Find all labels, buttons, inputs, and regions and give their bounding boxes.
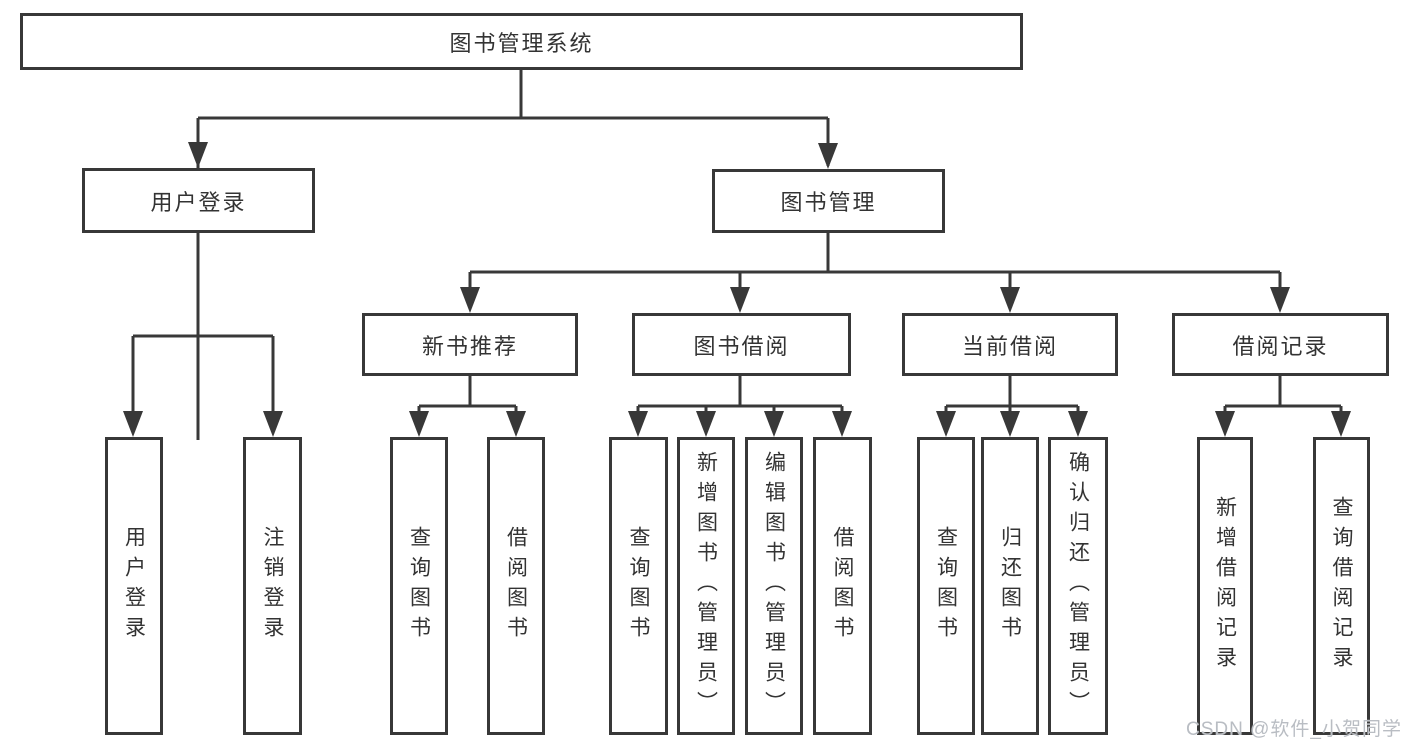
branch-user-login-label: 用户登录 bbox=[150, 189, 247, 215]
root-box-library-management-system: 图书管理系统 bbox=[20, 13, 1023, 70]
leaf-query-books-current: 查询图书 bbox=[917, 437, 975, 735]
leaf-borrow-books-recommend: 借阅图书 bbox=[487, 437, 545, 735]
group-new-book-recommend-label: 新书推荐 bbox=[421, 333, 518, 359]
leaf-borrow-books: 借阅图书 bbox=[813, 437, 872, 735]
group-borrow-record-label: 借阅记录 bbox=[1232, 333, 1329, 359]
leaf-return-books: 归还图书 bbox=[981, 437, 1039, 735]
branch-book-management: 图书管理 bbox=[712, 169, 945, 233]
leaf-logout: 注销登录 bbox=[243, 437, 302, 735]
leaf-add-borrow-record: 新增借阅记录 bbox=[1197, 437, 1253, 735]
leaf-query-books-borrow: 查询图书 bbox=[609, 437, 668, 735]
leaf-edit-books-admin: 编辑图书（管理员） bbox=[745, 437, 803, 735]
leaf-query-books-recommend: 查询图书 bbox=[390, 437, 448, 735]
group-book-borrow: 图书借阅 bbox=[632, 313, 851, 376]
arrowhead-icons bbox=[123, 142, 1351, 437]
leaf-add-books-admin: 新增图书（管理员） bbox=[677, 437, 735, 735]
group-current-borrow: 当前借阅 bbox=[902, 313, 1118, 376]
group-borrow-record: 借阅记录 bbox=[1172, 313, 1389, 376]
leaf-user-login: 用户登录 bbox=[105, 437, 163, 735]
leaf-query-borrow-record: 查询借阅记录 bbox=[1313, 437, 1370, 735]
leaf-confirm-return-admin: 确认归还（管理员） bbox=[1048, 437, 1108, 735]
group-book-borrow-label: 图书借阅 bbox=[693, 333, 790, 359]
branch-user-login: 用户登录 bbox=[82, 168, 315, 233]
group-current-borrow-label: 当前借阅 bbox=[961, 333, 1058, 359]
branch-book-management-label: 图书管理 bbox=[780, 190, 877, 215]
root-label: 图书管理系统 bbox=[449, 30, 594, 56]
csdn-watermark: CSDN @软件_小贺同学 bbox=[1186, 719, 1402, 740]
group-new-book-recommend: 新书推荐 bbox=[362, 313, 578, 376]
